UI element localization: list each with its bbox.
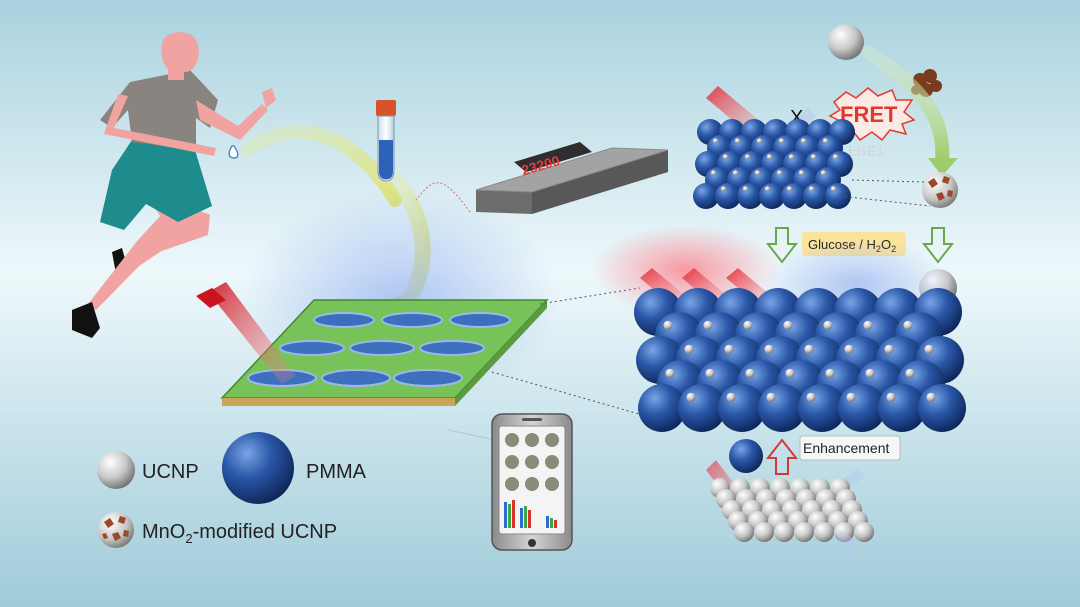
ucnp-dot — [754, 170, 761, 176]
ucnp-dot — [705, 368, 715, 378]
legend-pmma-icon — [222, 432, 294, 504]
ucnp-dot — [798, 170, 805, 176]
pmma-sphere — [825, 183, 851, 209]
mno2-ucnp-particle — [922, 172, 958, 208]
fret-reflection: FRET — [848, 143, 885, 159]
ucnp-dot — [764, 186, 771, 192]
ucnp-dot — [732, 170, 739, 176]
ucnp-dot — [686, 392, 696, 402]
ucnp-dot — [844, 344, 854, 354]
ucnp-dot — [788, 154, 795, 160]
ucnp-dot — [663, 320, 673, 330]
ucnp-dot — [926, 392, 936, 402]
legend-mno2-icon — [98, 512, 134, 548]
ucnp-dot — [722, 154, 729, 160]
ucnp-dot — [810, 154, 817, 160]
ucnp-dot — [786, 186, 793, 192]
ucnp-sphere — [854, 522, 874, 542]
ucnp-dot — [822, 138, 829, 144]
ucnp-dot — [783, 320, 793, 330]
top-pmma-lattice — [693, 119, 855, 209]
legend-ucnp-icon — [97, 451, 135, 489]
ucnp-dot — [823, 320, 833, 330]
ucnp-sphere — [734, 522, 754, 542]
ucnp-dot — [905, 368, 915, 378]
ucnp-dot — [778, 138, 785, 144]
ucnp-dot — [924, 344, 934, 354]
ucnp-dot — [830, 186, 837, 192]
ucnp-sphere — [834, 522, 854, 542]
free-ucnp-particle — [828, 24, 864, 60]
ucnp-dot — [665, 368, 675, 378]
ucnp-dot — [684, 344, 694, 354]
ucnp-sphere — [754, 522, 774, 542]
ucnp-dot — [808, 186, 815, 192]
ucnp-sphere — [794, 522, 814, 542]
ucnp-dot — [703, 320, 713, 330]
ucnp-dot — [745, 368, 755, 378]
ucnp-dot — [742, 186, 749, 192]
ucnp-sphere — [814, 522, 834, 542]
ucnp-dot — [743, 320, 753, 330]
ucnp-dot — [903, 320, 913, 330]
ucnp-dot — [712, 138, 719, 144]
ucnp-dot — [720, 186, 727, 192]
pmma-sphere — [638, 384, 686, 432]
test-tube — [376, 100, 396, 182]
ucnp-dot — [825, 368, 835, 378]
ucnp-dot — [776, 170, 783, 176]
detector-device — [475, 142, 669, 214]
legend-mno2-label: MnO2-modified UCNP — [142, 521, 337, 546]
ucnp-dot — [804, 344, 814, 354]
ucnp-dot — [820, 170, 827, 176]
legend: UCNP PMMA MnO2-modified UCNP — [97, 432, 367, 548]
legend-pmma-label: PMMA — [306, 461, 367, 483]
ucnp-dot — [764, 344, 774, 354]
enhancement-arrow — [765, 438, 799, 475]
pmma-sphere — [693, 183, 719, 209]
phone-bar-chart — [504, 500, 557, 528]
ucnp-dot — [846, 392, 856, 402]
ucnp-dot — [744, 154, 751, 160]
excitation-laser — [208, 282, 296, 384]
ucnp-monolayer — [710, 478, 874, 542]
ucnp-dot — [766, 392, 776, 402]
ucnp-dot — [863, 320, 873, 330]
phone-well-grid — [505, 433, 559, 491]
ucnp-dot — [886, 392, 896, 402]
pmma-sphere — [918, 384, 966, 432]
ucnp-dot — [800, 138, 807, 144]
ucnp-dot — [865, 368, 875, 378]
chip-wells — [247, 312, 511, 387]
main-pmma-lattice — [634, 288, 966, 432]
ucnp-dot — [766, 154, 773, 160]
ucnp-dot — [710, 170, 717, 176]
small-pmma-bead — [729, 439, 763, 473]
down-arrow-right — [921, 227, 955, 264]
runner-illustration — [72, 32, 276, 338]
ucnp-dot — [884, 344, 894, 354]
ucnp-dot — [724, 344, 734, 354]
ucnp-dot — [832, 154, 839, 160]
ucnp-dot — [806, 392, 816, 402]
enhancement-label: Enhancement — [803, 440, 890, 456]
ucnp-dot — [726, 392, 736, 402]
ucnp-dot — [734, 138, 741, 144]
mno2-binding-arrow — [861, 45, 950, 167]
ucnp-dot — [785, 368, 795, 378]
legend-ucnp-label: UCNP — [142, 461, 199, 483]
ucnp-sphere — [774, 522, 794, 542]
ucnp-dot — [756, 138, 763, 144]
